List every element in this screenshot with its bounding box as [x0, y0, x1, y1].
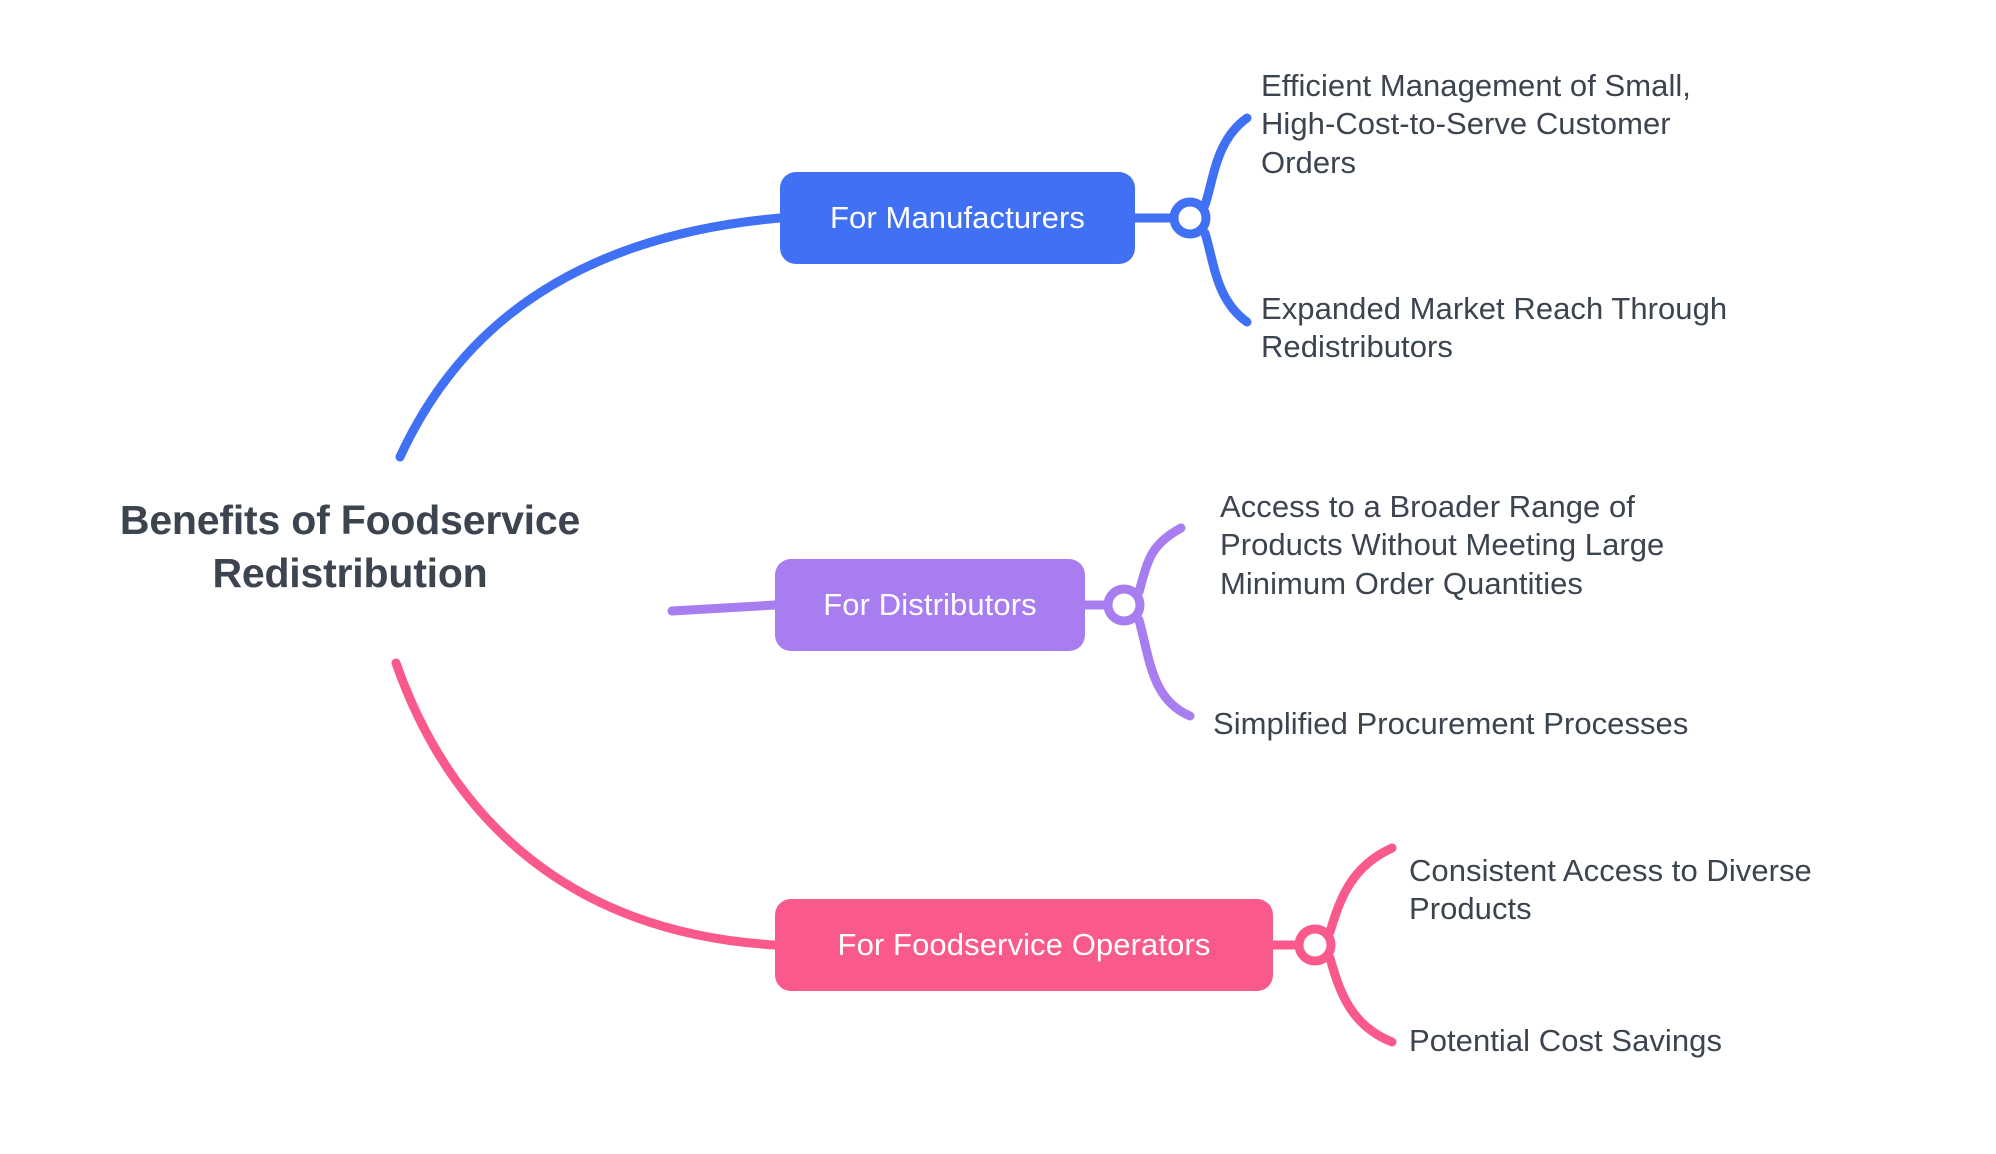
edge-distributors-leaf-1: [1134, 523, 1186, 597]
leaf-manufacturers-1[interactable]: Efficient Management of Small, High-Cost…: [1261, 68, 1691, 180]
edge-manufacturers-leaf-2: [1200, 228, 1252, 327]
edge-distributors-leaf-2: [1134, 615, 1195, 721]
hub-distributors: [1103, 584, 1145, 626]
leaf-manufacturers-2[interactable]: Expanded Market Reach Through Redistribu…: [1261, 291, 1728, 365]
edge-root-to-manufacturers: [395, 213, 785, 462]
leaf-distributors-1[interactable]: Access to a Broader Range of Products Wi…: [1220, 489, 1665, 601]
leaf-operators-2[interactable]: Potential Cost Savings: [1409, 1023, 1722, 1058]
branch-node-manufacturers[interactable]: For Manufacturers: [780, 172, 1135, 264]
edge-manufacturers-leaf-1: [1200, 113, 1252, 210]
edge-root-to-operators: [391, 658, 780, 950]
hub-operators: [1294, 924, 1336, 966]
hub-manufacturers: [1169, 197, 1211, 239]
leaf-operators-1[interactable]: Consistent Access to Diverse Products: [1409, 853, 1812, 927]
edge-operators-leaf-2: [1325, 953, 1397, 1047]
edge-root-to-distributors: [667, 600, 780, 616]
branch-node-distributors[interactable]: For Distributors: [775, 559, 1085, 651]
root-title: Benefits of Foodservice Redistribution: [119, 497, 581, 597]
branch-node-operators[interactable]: For Foodservice Operators: [775, 899, 1273, 991]
leaf-distributors-2[interactable]: Simplified Procurement Processes: [1213, 706, 1689, 741]
edge-operators-leaf-1: [1325, 843, 1397, 937]
